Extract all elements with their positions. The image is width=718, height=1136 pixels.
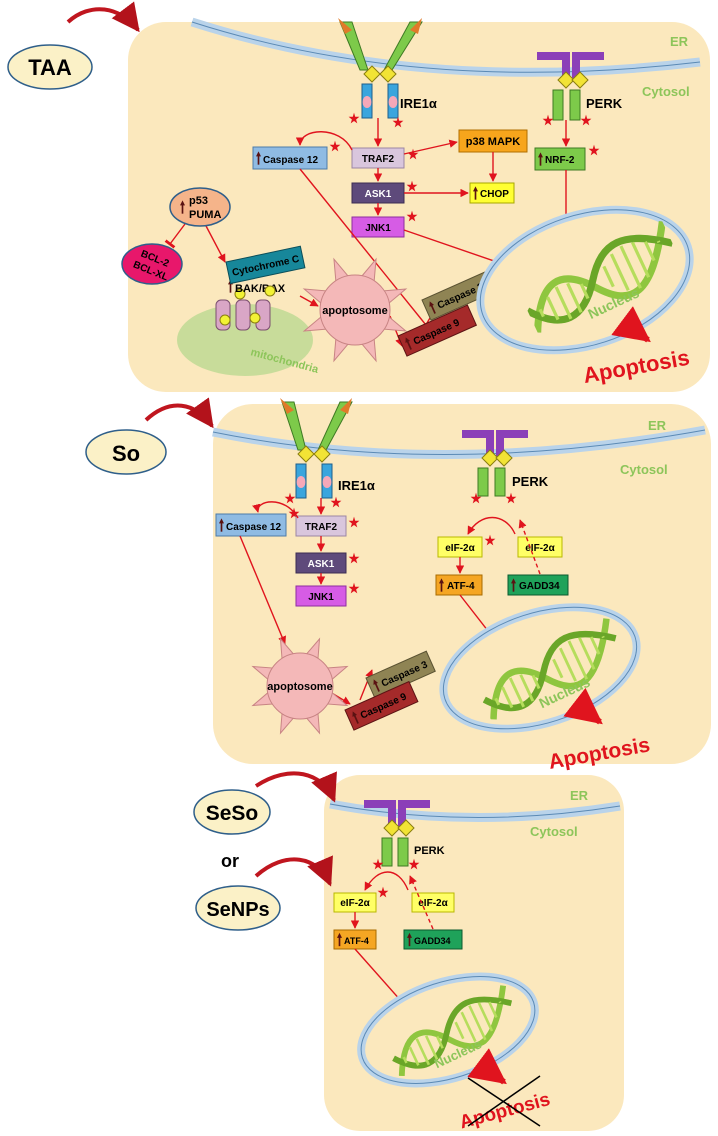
bakbax-label: BAK/BAX	[235, 283, 286, 295]
cytosol-label: Cytosol	[642, 84, 690, 99]
gadd34-label: GADD34	[414, 936, 451, 946]
jnk1-label: JNK1	[308, 592, 334, 603]
caspase12-label: Caspase 12	[226, 522, 281, 533]
blocked-cross	[467, 1077, 541, 1127]
eif2a-label: eIF-2α	[340, 898, 370, 909]
panel-seso-senps: ER Cytosol SeSo or SeNPs PERK eIF-2α eIF…	[193, 771, 624, 1133]
er-label: ER	[570, 788, 589, 803]
bakbax-channel	[215, 288, 271, 331]
senps-label: SeNPs	[206, 899, 269, 921]
chop-label: CHOP	[480, 189, 509, 200]
so-treatment	[85, 429, 167, 475]
cytosol-label: Cytosol	[620, 462, 668, 477]
ire1a-label: IRE1α	[338, 478, 375, 493]
puma-label: PUMA	[189, 209, 221, 221]
treatment-arrow	[254, 855, 333, 887]
ire1a-label: IRE1α	[400, 96, 437, 111]
bcl-node	[121, 243, 183, 285]
caspase9-box	[344, 680, 419, 731]
p38mapk-label: p38 MAPK	[466, 136, 520, 148]
perk-receptor	[537, 52, 604, 121]
perk-label: PERK	[414, 845, 445, 857]
jnk1-box	[295, 585, 347, 607]
nrf2-label: NRF-2	[545, 155, 575, 166]
cell-background	[324, 775, 624, 1131]
perk-label: PERK	[512, 474, 549, 489]
caspase9-box	[397, 304, 478, 357]
or-label: or	[221, 851, 239, 871]
traf2-label: TRAF2	[362, 154, 395, 165]
treatment-arrow	[254, 771, 337, 803]
gadd34-box	[403, 929, 463, 950]
eif2a-box	[411, 892, 455, 913]
panel-so: ER Cytosol So IRE1α	[85, 397, 711, 774]
perk-label: PERK	[586, 96, 623, 111]
blocked-cross	[467, 1075, 541, 1127]
senps-treatment	[195, 885, 281, 931]
eif2a-label: eIF-2α	[445, 543, 475, 554]
er-label: ER	[670, 34, 689, 49]
treatment-arrow	[66, 1, 140, 33]
atf4-label: ATF-4	[447, 581, 475, 592]
jnk1-label: JNK1	[365, 223, 391, 234]
apoptosome: apoptosome	[251, 637, 349, 735]
seso-treatment	[193, 789, 271, 835]
ire1a-receptor	[280, 398, 353, 499]
treatment-arrow	[144, 397, 214, 429]
so-label: So	[112, 441, 140, 466]
mitochondria	[177, 304, 313, 376]
p53-puma-node	[169, 187, 231, 227]
caspase12-box	[252, 146, 328, 170]
nrf2-box	[534, 147, 586, 171]
er-label: ER	[648, 418, 667, 433]
ire1a-receptor	[338, 18, 423, 119]
traf2-label: TRAF2	[305, 522, 338, 533]
taa-treatment	[7, 44, 93, 90]
atf4-label: ATF-4	[344, 936, 369, 946]
chop-box	[469, 182, 515, 204]
apoptosome-label: apoptosome	[267, 681, 332, 693]
perk-receptor	[462, 430, 528, 497]
taa-label: TAA	[28, 55, 72, 80]
seso-label: SeSo	[206, 802, 259, 825]
perk-receptor	[364, 800, 430, 867]
eif2a-label: eIF-2α	[418, 898, 448, 909]
eif2a-label: eIF-2α	[525, 543, 555, 554]
gadd34-label: GADD34	[519, 581, 560, 592]
eif2a-box	[517, 536, 563, 558]
gadd34-box	[507, 574, 569, 596]
cytochrome-c-box	[225, 245, 306, 285]
apoptosome-label: apoptosome	[322, 305, 387, 317]
atf4-box	[435, 574, 483, 596]
apoptosome: apoptosome	[302, 257, 408, 363]
p53-label: p53	[189, 195, 208, 207]
caspase12-box	[215, 513, 287, 537]
ask1-label: ASK1	[308, 559, 335, 570]
caspase12-label: Caspase 12	[263, 155, 318, 166]
cytosol-label: Cytosol	[530, 824, 578, 839]
panel-taa: ER Cytosol TAA IRE1α	[7, 1, 710, 392]
jnk1-box	[351, 216, 405, 238]
ask1-label: ASK1	[365, 189, 392, 200]
